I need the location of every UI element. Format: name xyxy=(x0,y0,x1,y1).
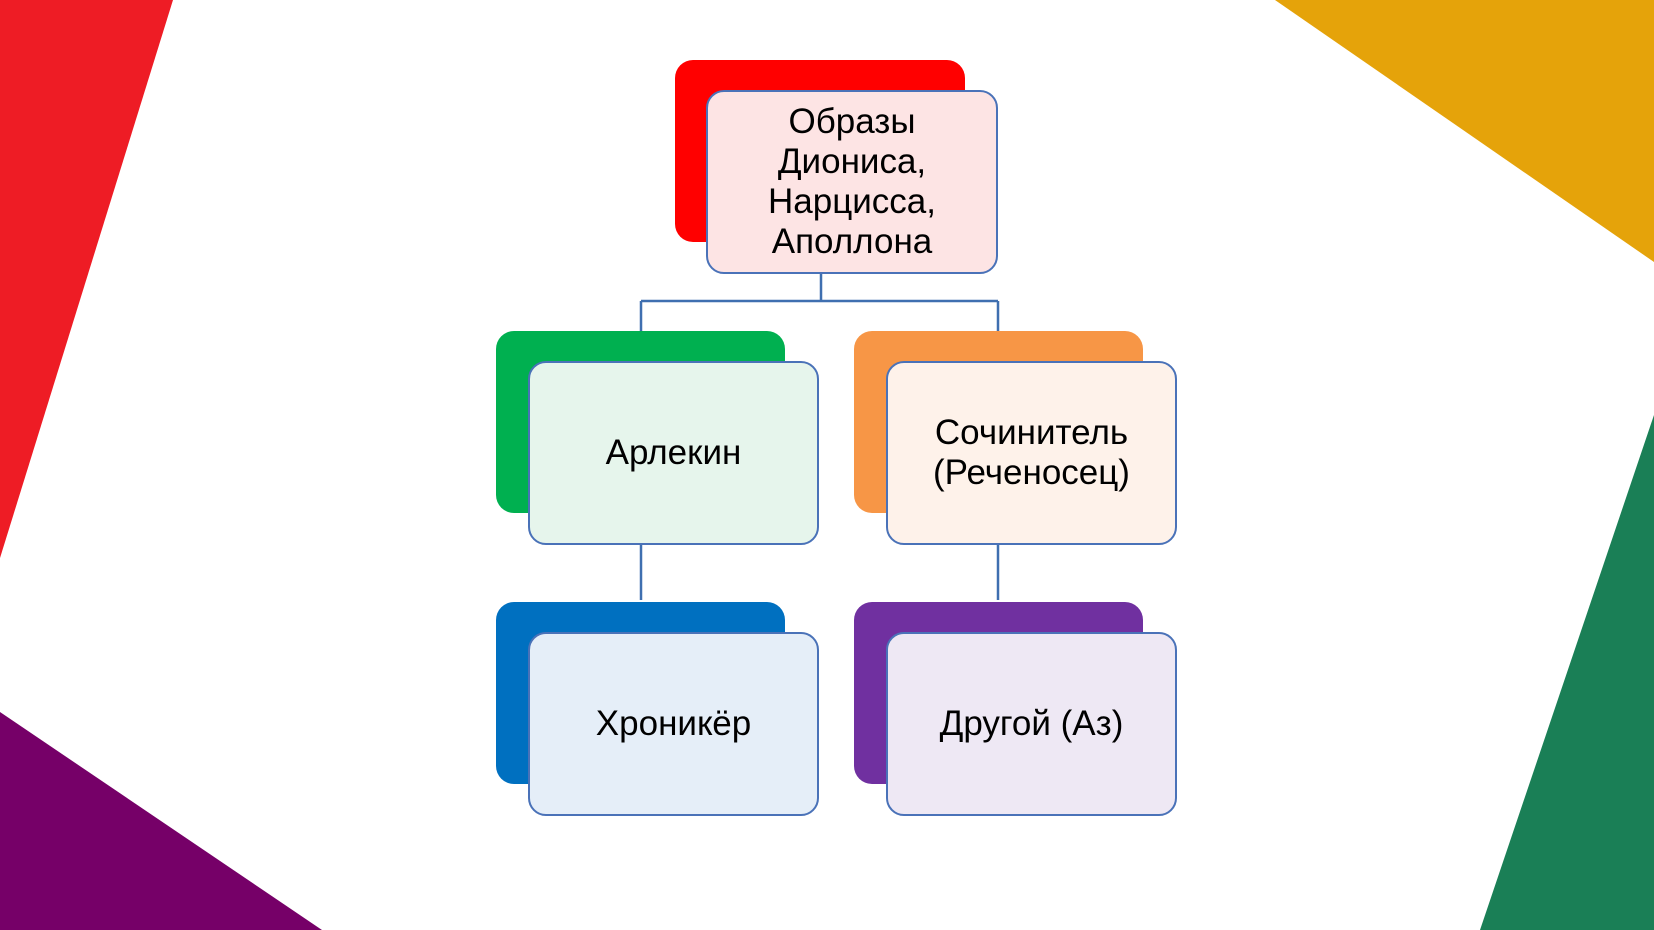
corner-shape-red xyxy=(0,0,173,558)
node-root-box: Образы Диониса, Нарцисса, Аполлона xyxy=(706,90,998,274)
node-right-label: Сочинитель (Реченосец) xyxy=(933,413,1130,492)
node-right-child-box: Другой (Аз) xyxy=(886,632,1177,816)
node-right-box: Сочинитель (Реченосец) xyxy=(886,361,1177,545)
corner-shape-gold xyxy=(1275,0,1654,262)
node-root-label: Образы Диониса, Нарцисса, Аполлона xyxy=(768,102,936,261)
node-left-box: Арлекин xyxy=(528,361,819,545)
connector-root-children xyxy=(639,273,1000,360)
node-left-child-label: Хроникёр xyxy=(595,704,752,743)
node-left-child-box: Хроникёр xyxy=(528,632,819,816)
node-right-child-label: Другой (Аз) xyxy=(939,704,1124,743)
corner-shape-purple xyxy=(0,712,322,930)
corner-shape-green xyxy=(1480,415,1654,930)
node-left-label: Арлекин xyxy=(605,433,742,472)
